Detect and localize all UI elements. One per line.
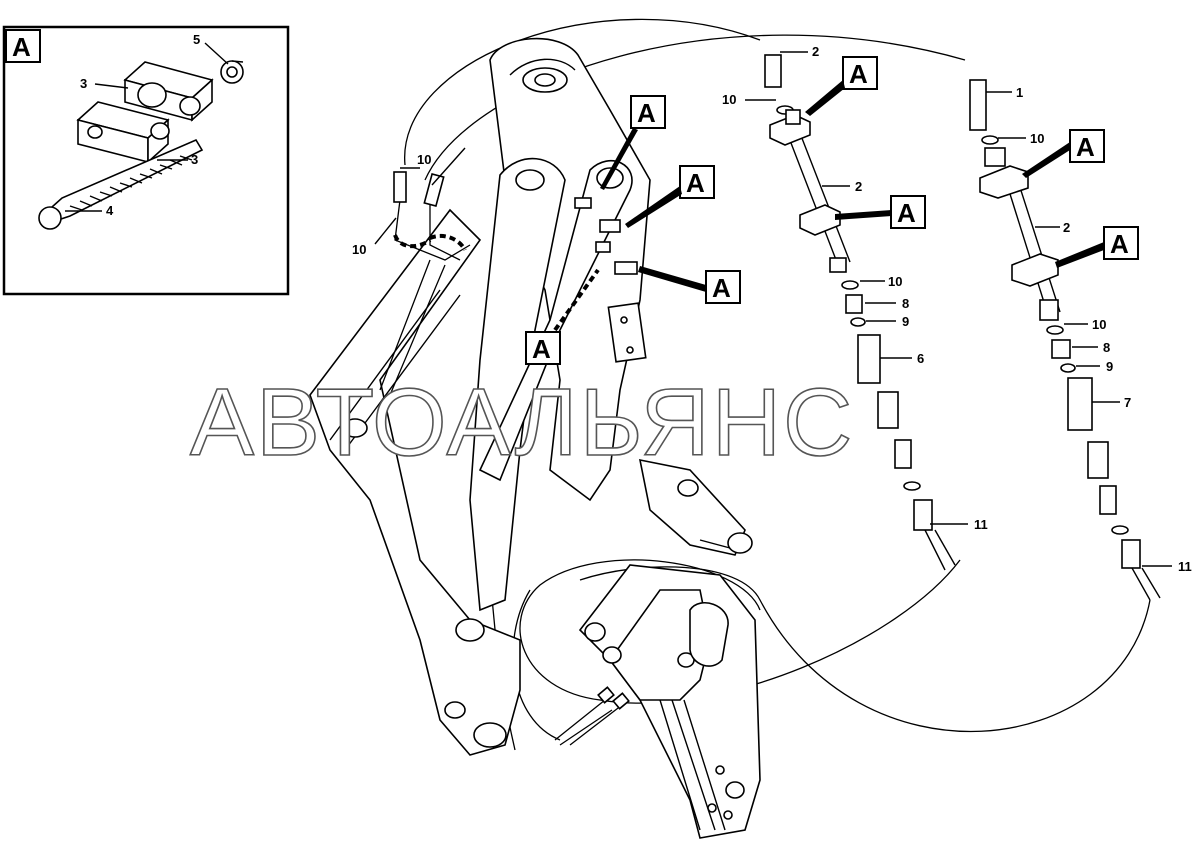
detail-flag-2: A xyxy=(637,98,656,128)
detail-flag-3: A xyxy=(686,168,705,198)
callouts: 2 10 1 10 2 2 10 8 9 10 8 9 6 7 11 11 10… xyxy=(352,44,1192,574)
callout-10-f: 10 xyxy=(352,242,366,257)
callout-11-right: 11 xyxy=(1178,559,1192,574)
callout-1: 1 xyxy=(1016,85,1023,100)
callout-10-e: 10 xyxy=(417,152,431,167)
detail-flag-7: A xyxy=(1076,132,1095,162)
callout-2-right: 2 xyxy=(1063,220,1070,235)
clamp-upper xyxy=(123,61,214,122)
callout-10-b: 10 xyxy=(1030,131,1044,146)
callout-5: 5 xyxy=(193,32,200,47)
callout-2-mid: 2 xyxy=(855,179,862,194)
callout-3-upper: 3 xyxy=(80,76,87,91)
detail-flag-6: A xyxy=(897,198,916,228)
callout-9-left: 9 xyxy=(902,314,909,329)
inset-flag-label: A xyxy=(12,32,31,62)
detail-flags: A A A A A A A A xyxy=(525,56,1139,365)
callout-10-d: 10 xyxy=(1092,317,1106,332)
clamp-lower xyxy=(76,101,170,164)
detail-flag-8: A xyxy=(1110,229,1129,259)
attachment-bracket xyxy=(554,564,761,839)
detail-flag-1: A xyxy=(849,59,868,89)
detail-flag-5: A xyxy=(532,334,551,364)
callout-6: 6 xyxy=(917,351,924,366)
boom-hoses xyxy=(379,171,600,396)
callout-4: 4 xyxy=(106,203,114,218)
callout-9-right: 9 xyxy=(1106,359,1113,374)
callout-11-left: 11 xyxy=(974,517,988,532)
callout-3-lower: 3 xyxy=(191,152,198,167)
callout-7: 7 xyxy=(1124,395,1131,410)
callout-8-left: 8 xyxy=(902,296,909,311)
callout-8-right: 8 xyxy=(1103,340,1110,355)
boom xyxy=(309,37,753,756)
nut-washer xyxy=(220,60,244,84)
callout-10-c: 10 xyxy=(888,274,902,289)
hose-assembly-right xyxy=(969,79,1161,601)
watermark: АВТОАЛЬЯНС xyxy=(190,369,854,476)
detail-inset: A 5 xyxy=(2,25,290,296)
callout-2-top: 2 xyxy=(812,44,819,59)
detail-flag-4: A xyxy=(712,273,731,303)
callout-10-a: 10 xyxy=(722,92,736,107)
hose-assembly-left xyxy=(764,54,956,571)
